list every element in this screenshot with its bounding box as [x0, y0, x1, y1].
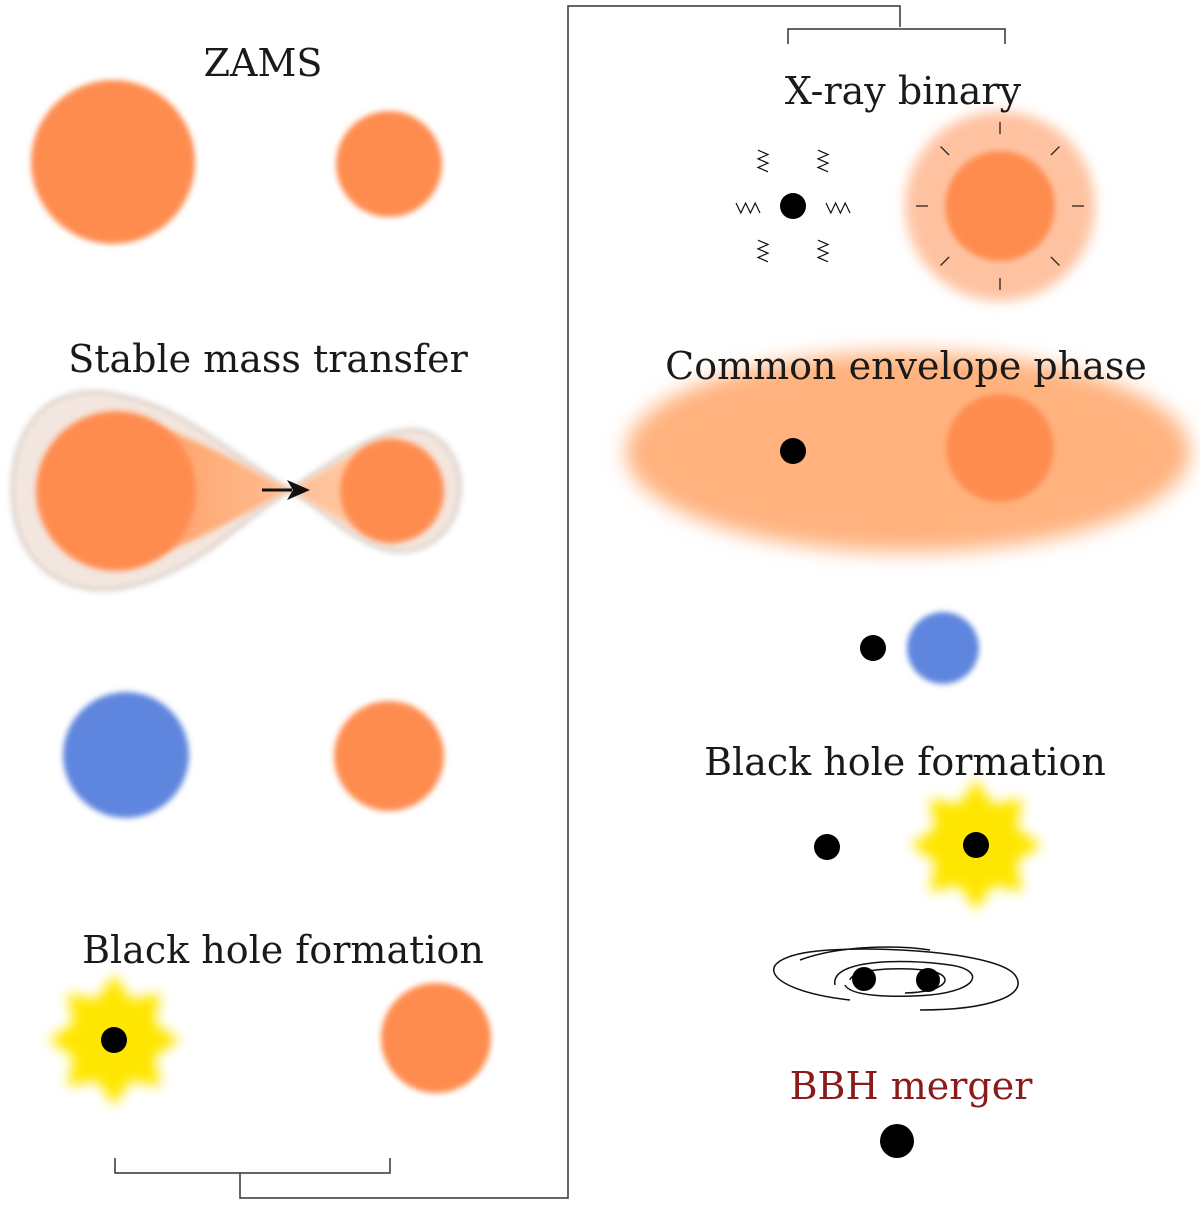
- bbh-merger-label: BBH merger: [789, 1064, 1033, 1108]
- helium-star: [907, 612, 979, 684]
- stable-mass-transfer-system: [10, 390, 462, 592]
- xray-binary-label: X-ray binary: [784, 69, 1022, 113]
- xray-binary-system: [735, 111, 1095, 301]
- black-hole: [814, 834, 840, 860]
- post-transfer-stars: [63, 692, 444, 818]
- donor-star: [945, 151, 1055, 261]
- companion-star: [381, 983, 491, 1093]
- transfer-arrow-head: [287, 480, 310, 500]
- wind-arrow: [940, 146, 950, 156]
- second-bh-formation: [814, 779, 1042, 911]
- top-right-bracket: [787, 28, 1006, 44]
- xray-emission-lines: [735, 149, 851, 263]
- xray-zigzag: [756, 239, 770, 263]
- newborn-black-hole: [963, 832, 989, 858]
- common-envelope-label: Common envelope phase: [665, 344, 1147, 388]
- inspiral-orbit-outer: [773, 948, 1019, 1011]
- xray-zigzag: [825, 201, 851, 215]
- wind-arrow: [1050, 256, 1060, 266]
- connector-bracket: [114, 5, 1006, 1199]
- first-bh-formation: [48, 974, 491, 1106]
- black-hole: [860, 635, 886, 661]
- inner-star-core: [946, 394, 1054, 502]
- wind-arrow: [1050, 146, 1060, 156]
- inspiral-orbit-upper: [799, 946, 931, 961]
- zams-primary-star: [31, 80, 195, 244]
- xray-zigzag: [816, 239, 830, 263]
- zams-secondary-star: [336, 111, 442, 217]
- common-envelope-system: [626, 352, 1190, 552]
- black-hole: [780, 438, 806, 464]
- xray-zigzag: [756, 149, 770, 173]
- donor-star: [36, 411, 196, 571]
- stable-mass-transfer-label: Stable mass transfer: [68, 337, 468, 381]
- inspiral-orbit-inner: [834, 960, 974, 997]
- merged-black-hole: [880, 1124, 914, 1158]
- connector-line: [239, 5, 901, 1199]
- black-hole-formation-label-left: Black hole formation: [82, 928, 484, 972]
- bottom-left-bracket: [114, 1158, 391, 1174]
- black-hole: [101, 1027, 127, 1053]
- accretor-star: [340, 439, 444, 543]
- helium-star: [63, 692, 189, 818]
- black-hole-a: [852, 967, 876, 991]
- black-hole: [780, 193, 806, 219]
- black-hole-formation-label-right: Black hole formation: [704, 740, 1106, 784]
- stellar-wind-arrows: [916, 122, 1084, 290]
- common-envelope: [626, 352, 1190, 552]
- xray-zigzag: [816, 149, 830, 173]
- wind-arrow: [940, 256, 950, 266]
- zams-stars: [31, 80, 442, 244]
- bh-helium-binary: [860, 612, 979, 684]
- black-hole-b: [916, 968, 940, 992]
- zams-label: ZAMS: [203, 41, 323, 85]
- bbh-inspiral: [773, 946, 1019, 1011]
- xray-zigzag: [735, 201, 761, 215]
- companion-star: [334, 701, 444, 811]
